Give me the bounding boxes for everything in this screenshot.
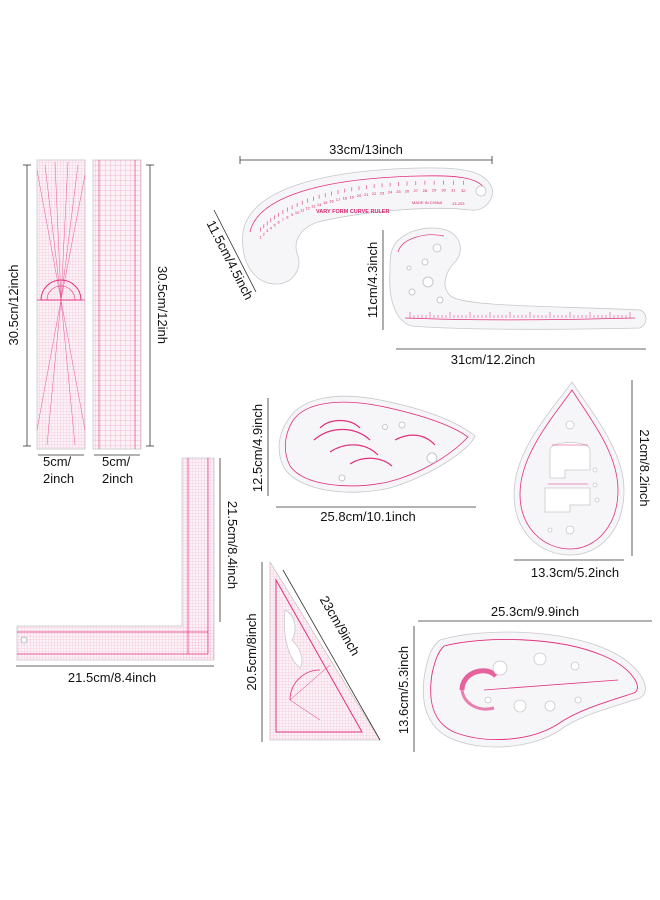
- paisley-curve-ruler: [278, 395, 476, 493]
- curve-scale-number: 19: [350, 194, 355, 199]
- french-curve-width-dimension: 31cm/12.2inch: [396, 348, 646, 367]
- straight-right-height-label: 30.5cm/12inh: [155, 266, 170, 344]
- curve-scale-number: 3: [266, 228, 269, 233]
- curve-scale-number: 21: [364, 192, 369, 197]
- curve-scale-number: 12: [305, 206, 310, 211]
- straight-ruler-right-height-dimension: 30.5cm/12inh: [146, 164, 170, 447]
- curve-ruler-width-dimension: 33cm/13inch: [239, 142, 493, 164]
- paisley-curve-height-label: 12.5cm/4.9inch: [250, 404, 265, 492]
- l-square-width-dimension: 21.5cm/8.4inch: [16, 665, 214, 685]
- curve-scale-number: 6: [277, 220, 280, 225]
- paisley-curve-width-dimension: 25.8cm/10.1inch: [276, 506, 476, 524]
- curve-scale-number: 8: [286, 215, 289, 220]
- triangle-height-label: 20.5cm/8inch: [244, 613, 259, 690]
- curve-scale-number: 7: [282, 217, 285, 222]
- curve-scale-number: 5: [273, 222, 276, 227]
- straight-ruler-left: [36, 159, 86, 450]
- curve-scale-number: 14: [317, 202, 322, 207]
- large-paisley-height-dimension: 13.6cm/5.3inch: [396, 626, 415, 752]
- curve-scale-number: 2: [263, 231, 266, 236]
- curve-ruler-width-label: 33cm/13inch: [329, 142, 403, 157]
- curve-scale-number: 10: [295, 210, 300, 215]
- french-curve-height-label: 11cm/4.3inch: [365, 242, 380, 318]
- curve-scale-number: 24: [388, 190, 393, 195]
- curve-ruler-title: VARY FORM CURVE RULER: [316, 209, 389, 215]
- straight-right-width-label-1: 5cm/: [102, 454, 131, 469]
- straight-ruler-left-width-dimension: 5cm/ 2inch: [38, 454, 84, 486]
- straight-left-width-label-1: 5cm/: [43, 454, 72, 469]
- curve-scale-number: 13: [311, 204, 316, 209]
- curve-scale-number: 28: [423, 188, 428, 193]
- straight-ruler-right: [92, 159, 142, 450]
- curve-scale-number: 22: [372, 191, 377, 196]
- curve-scale-number: 29: [432, 188, 437, 193]
- teardrop-height-dimension: 21cm/8.2inch: [631, 380, 652, 556]
- teardrop-width-dimension: 13.3cm/5.2inch: [514, 559, 624, 580]
- curve-scale-number: 26: [405, 189, 410, 194]
- curve-scale-number: 16: [329, 199, 334, 204]
- curve-scale-number: 31: [451, 188, 456, 193]
- large-paisley-width-dimension: 25.3cm/9.9inch: [418, 604, 652, 622]
- straight-ruler-left-height-dimension: 30.5cn/12inch: [6, 164, 31, 447]
- curve-ruler-made-in: MADE IN CHINA: [412, 200, 443, 205]
- teardrop-height-label: 21cm/8.2inch: [637, 429, 652, 506]
- triangle-ruler: [269, 560, 381, 741]
- straight-ruler-right-width-dimension: 5cm/ 2inch: [94, 454, 140, 486]
- straight-left-height-label: 30.5cn/12inch: [6, 265, 21, 346]
- l-square-height-label: 21.5cm/8.4inch: [225, 501, 240, 589]
- curve-ruler-model: 13-203: [452, 201, 465, 206]
- teardrop-ruler: [513, 381, 625, 556]
- curve-scale-number: 4: [270, 225, 273, 230]
- curve-scale-number: 11: [300, 208, 305, 213]
- vary-form-curve-ruler: VARY FORM CURVE RULER MADE IN CHINA 13-2…: [242, 167, 493, 285]
- curve-scale-number: 9: [291, 212, 294, 217]
- straight-left-width-label-2: 2inch: [43, 471, 74, 486]
- l-square-ruler: [16, 457, 215, 661]
- curve-scale-number: 25: [396, 189, 401, 194]
- curve-scale-number: 1: [260, 235, 263, 240]
- paisley-curve-height-dimension: 12.5cm/4.9inch: [250, 398, 269, 496]
- large-paisley-height-label: 13.6cm/5.3inch: [396, 646, 411, 734]
- curve-scale-number: 17: [336, 197, 341, 202]
- curve-scale-number: 15: [323, 200, 328, 205]
- curve-scale-number: 32: [461, 188, 466, 193]
- l-square-width-label: 21.5cm/8.4inch: [68, 670, 156, 685]
- curve-scale-number: 30: [441, 188, 446, 193]
- curve-scale-number: 23: [380, 190, 385, 195]
- paisley-curve-width-label: 25.8cm/10.1inch: [320, 509, 415, 524]
- straight-right-width-label-2: 2inch: [102, 471, 133, 486]
- l-square-height-dimension: 21.5cm/8.4inch: [219, 458, 240, 622]
- french-curve-ruler: [389, 227, 647, 330]
- curve-scale-number: 27: [414, 188, 419, 193]
- french-curve-height-dimension: 11cm/4.3inch: [365, 230, 384, 330]
- french-curve-width-label: 31cm/12.2inch: [451, 352, 536, 367]
- curve-scale-number: 18: [343, 196, 348, 201]
- curve-scale-number: 20: [357, 193, 362, 198]
- teardrop-width-label: 13.3cm/5.2inch: [531, 565, 619, 580]
- large-paisley-ruler: [422, 631, 646, 748]
- triangle-height-dimension: 20.5cm/8inch: [244, 562, 263, 742]
- large-paisley-width-label: 25.3cm/9.9inch: [491, 604, 579, 619]
